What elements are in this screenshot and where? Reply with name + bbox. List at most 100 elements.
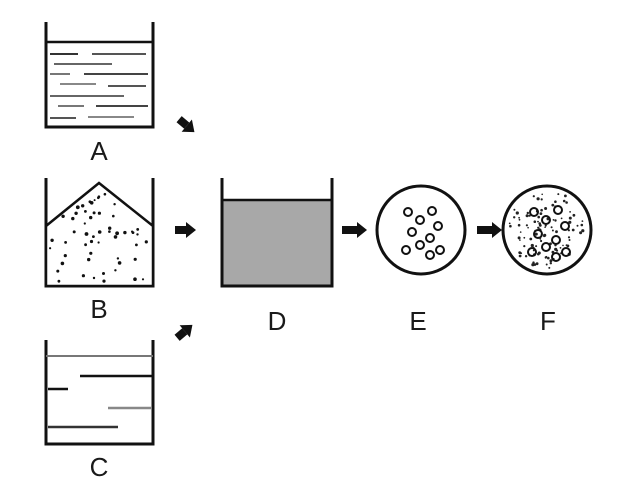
particle (580, 223, 584, 227)
particle (117, 261, 122, 265)
particle (136, 228, 140, 231)
particle (579, 231, 583, 235)
particle (562, 244, 564, 247)
circle-f: F (501, 184, 593, 336)
particle (544, 207, 548, 210)
particle (136, 233, 139, 236)
particle (97, 211, 101, 215)
particle (133, 257, 137, 261)
container-b-pile (44, 181, 155, 288)
particle (61, 214, 65, 218)
container-a-walls (44, 22, 155, 129)
particle (568, 239, 571, 241)
particle (568, 216, 572, 220)
arrow-b-to-d (175, 222, 196, 238)
container-d-mixture (222, 200, 332, 286)
particle (524, 255, 528, 258)
particle (89, 201, 94, 205)
particle (87, 257, 91, 262)
particle (550, 226, 553, 229)
particle (537, 226, 540, 229)
particle (527, 226, 529, 229)
particle (84, 210, 87, 213)
particle (518, 254, 522, 258)
label-d: D (268, 306, 287, 336)
particle (543, 234, 546, 238)
particle (64, 241, 67, 244)
particle (97, 241, 100, 244)
particle (526, 211, 529, 215)
particle (57, 279, 61, 283)
particle (560, 217, 563, 220)
particle (131, 230, 134, 233)
container-d-walls (220, 178, 334, 288)
particle (565, 201, 568, 204)
particle (566, 244, 570, 248)
particle (74, 211, 78, 215)
particle (115, 231, 119, 236)
particle (547, 256, 550, 260)
particle (102, 272, 105, 275)
particle (540, 208, 543, 212)
container-d: D (220, 178, 334, 336)
particle (581, 220, 584, 223)
particle (572, 213, 576, 217)
particle (549, 262, 552, 265)
particle (113, 235, 118, 239)
particle (539, 212, 543, 216)
particle (123, 230, 127, 235)
particle (532, 249, 535, 252)
particle (517, 223, 521, 227)
circle-f-bubbles (527, 205, 571, 262)
arrow-c-to-d (174, 324, 193, 341)
circle-e: E (375, 184, 467, 336)
particle (581, 229, 585, 233)
circle-e-bubbles (401, 206, 445, 260)
particle (517, 236, 521, 240)
particle (529, 237, 533, 241)
particle (112, 214, 115, 218)
particle (81, 204, 85, 208)
particle (571, 228, 575, 232)
particle (72, 230, 76, 234)
particle (71, 216, 75, 221)
particle (535, 262, 539, 266)
particle (81, 274, 85, 278)
particle (92, 276, 96, 280)
particle (103, 192, 107, 196)
particle (518, 216, 520, 219)
particle (102, 279, 106, 283)
particle (569, 211, 571, 213)
container-a: A (44, 22, 155, 166)
particle (519, 231, 522, 233)
particle (116, 257, 120, 260)
container-c-walls (44, 340, 155, 446)
particle (551, 203, 555, 207)
particle (538, 224, 542, 227)
particle (56, 270, 59, 273)
particle (552, 219, 555, 221)
particle (559, 247, 562, 249)
particle (89, 215, 93, 220)
particle (544, 226, 546, 228)
particle (523, 236, 526, 239)
container-a-liquid-lines (50, 53, 148, 119)
particle (83, 222, 86, 225)
particle (144, 240, 148, 244)
particle (135, 243, 138, 247)
label-a: A (90, 136, 108, 166)
particle (531, 263, 535, 267)
particle (530, 243, 534, 248)
particle (525, 224, 529, 227)
particle (567, 236, 571, 239)
label-c: C (90, 452, 109, 482)
particle (544, 224, 547, 227)
particle (520, 252, 523, 255)
particle (536, 197, 540, 201)
container-c: C (44, 340, 155, 482)
circle-f-particles (508, 193, 585, 269)
particle (540, 239, 543, 243)
particle (509, 224, 512, 228)
particle (537, 251, 541, 255)
